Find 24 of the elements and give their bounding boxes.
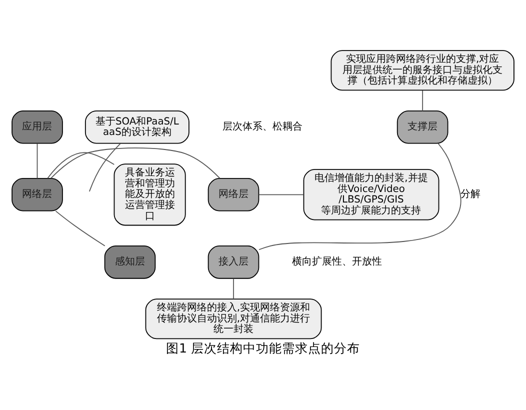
node-box: 应用层 (12, 110, 63, 144)
connector (422, 90, 424, 112)
connector (233, 278, 234, 300)
connector (258, 143, 462, 250)
connector (55, 210, 106, 246)
connector (258, 194, 304, 196)
connector (47, 152, 115, 179)
node-box: 具备业务运营和管理功能及开放的运营管理接口 (114, 164, 186, 226)
node-box: 终端跨网络的接入,实现网络资源和传输协议自动识别,对通信能力进行统一封装 (145, 298, 322, 340)
node-box: 网络层 (208, 178, 260, 212)
edge-label: 分解 (460, 189, 481, 200)
connector (36, 143, 38, 179)
node-box: 支撑层 (396, 110, 448, 144)
label: 层次体系、松耦合 (222, 122, 302, 133)
node-box: 接入层 (208, 246, 260, 279)
caption: 图1 层次结构中功能需求点的分布 (166, 340, 360, 356)
node-box: 基于SOA和PaaS/LaaS的设计架构 (84, 110, 190, 144)
node-box: 电信增值能力的封装,并提供Voice/Video/LBS/GPS/GIS等周边扩展能力的支持 (303, 169, 440, 220)
label: 横向扩展性、开放性 (292, 256, 382, 268)
node-box: 实现应用跨网络跨行业的支撑,对应用层提供统一的服务接口与虚拟化支撑（包括计算虚拟化和存储虚拟） (330, 50, 514, 91)
node-box: 网络层 (12, 178, 63, 212)
connector (50, 148, 220, 179)
node-box: 感知层 (104, 246, 156, 279)
connector (88, 143, 121, 192)
